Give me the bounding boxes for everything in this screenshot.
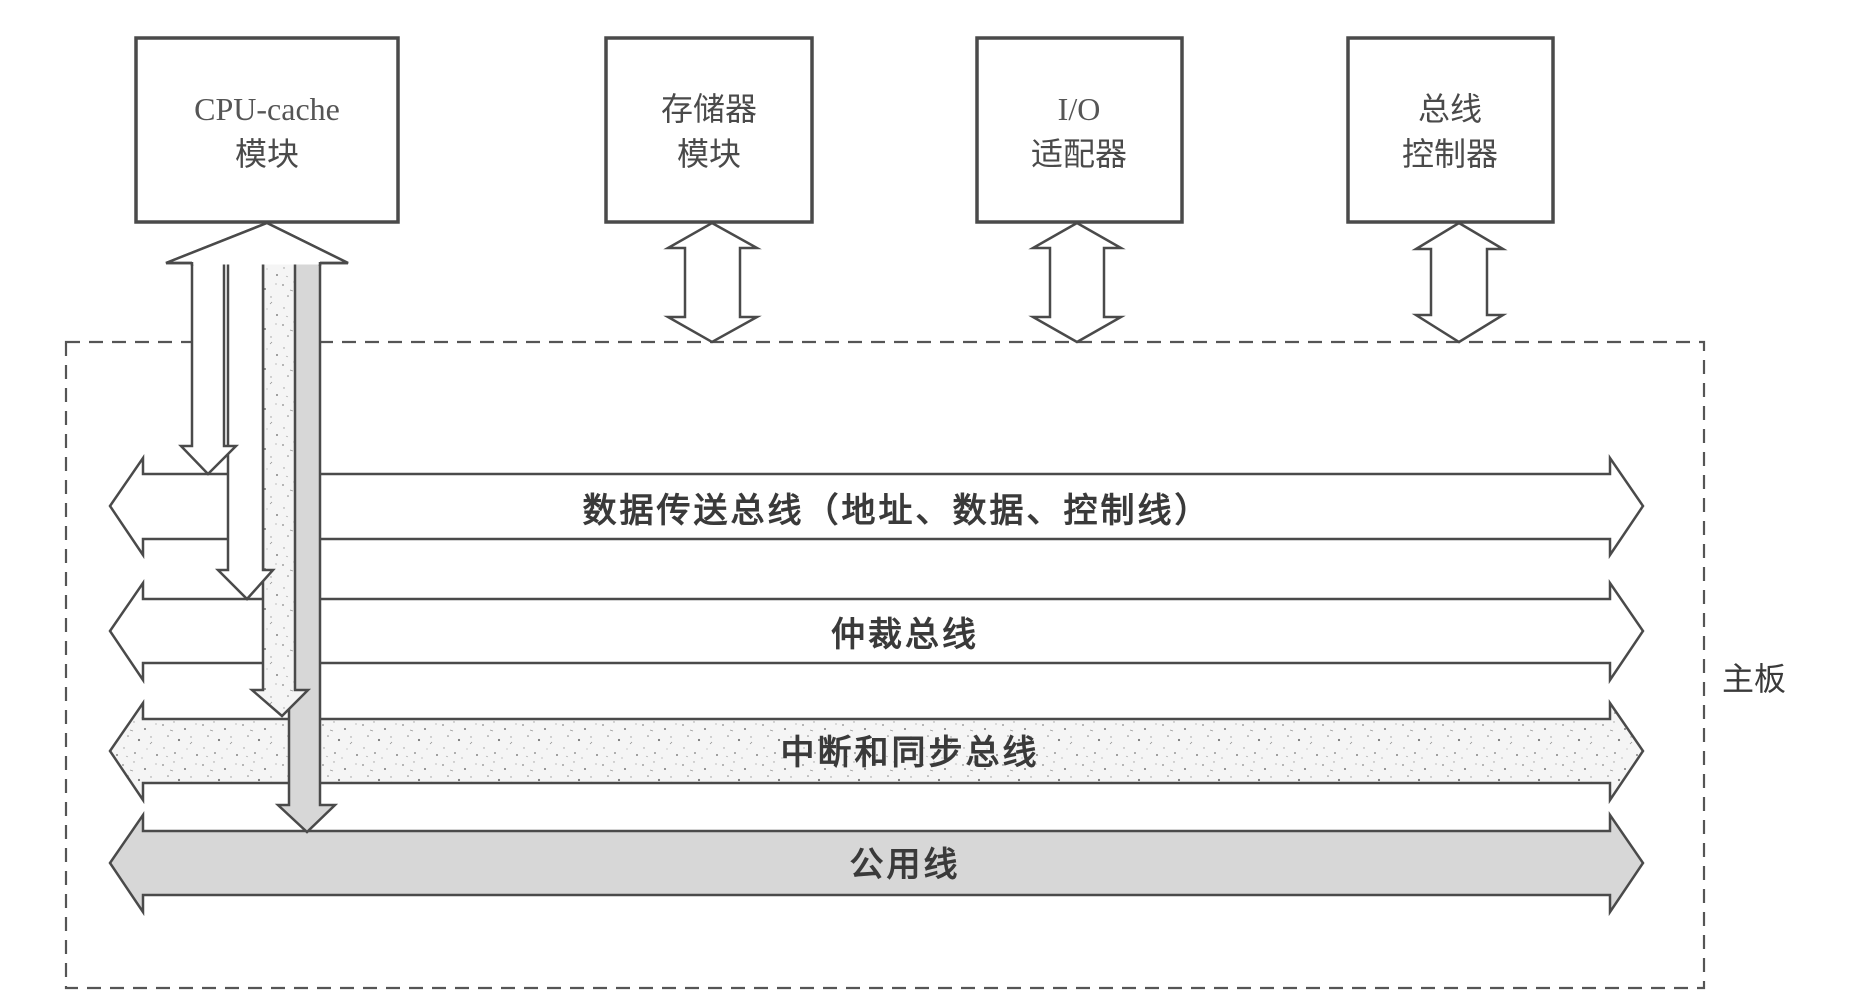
module-bus-controller-line-1: 总线 bbox=[1418, 90, 1482, 128]
module-box-io: I/O 适配器 bbox=[975, 36, 1184, 224]
memory-connector-arrow bbox=[663, 221, 762, 344]
module-cpu-line-2: 模块 bbox=[235, 135, 299, 173]
motherboard-boundary bbox=[64, 340, 1706, 990]
bus-arbitration bbox=[108, 578, 1645, 685]
module-box-cpu: CPU-cache 模块 bbox=[134, 36, 400, 224]
bus-label-data-transfer: 数据传送总线（地址、数据、控制线） bbox=[583, 491, 1212, 531]
module-box-memory: 存储器 模块 bbox=[604, 36, 814, 224]
bus-data-transfer bbox=[108, 453, 1645, 560]
bus-label-utility: 公用线 bbox=[850, 845, 961, 885]
module-box-bus-controller: 总线 控制器 bbox=[1346, 36, 1555, 224]
bus-label-interrupt-sync: 中断和同步总线 bbox=[781, 733, 1040, 773]
module-io-line-1: I/O bbox=[1058, 91, 1101, 127]
cpu-to-data-bus-arrow bbox=[178, 261, 240, 476]
module-cpu-line-1: CPU-cache bbox=[194, 91, 340, 127]
module-io-line-2: 适配器 bbox=[1031, 135, 1127, 173]
cpu-branch-arrows bbox=[165, 221, 349, 834]
bus-controller-connector-arrow bbox=[1411, 221, 1508, 344]
motherboard-label: 主板 bbox=[1722, 660, 1786, 698]
module-bus-controller-line-2: 控制器 bbox=[1402, 135, 1498, 173]
cpu-to-interrupt-sync-bus-arrow bbox=[248, 261, 312, 718]
module-memory-line-2: 模块 bbox=[677, 135, 741, 173]
cpu-to-arbitration-bus-arrow bbox=[214, 261, 276, 601]
bus-utility bbox=[108, 810, 1645, 917]
module-memory-line-1: 存储器 bbox=[661, 90, 757, 128]
bus-interrupt-sync bbox=[108, 698, 1645, 805]
bus-label-arbitration: 仲裁总线 bbox=[831, 615, 979, 655]
io-connector-arrow bbox=[1028, 221, 1126, 344]
